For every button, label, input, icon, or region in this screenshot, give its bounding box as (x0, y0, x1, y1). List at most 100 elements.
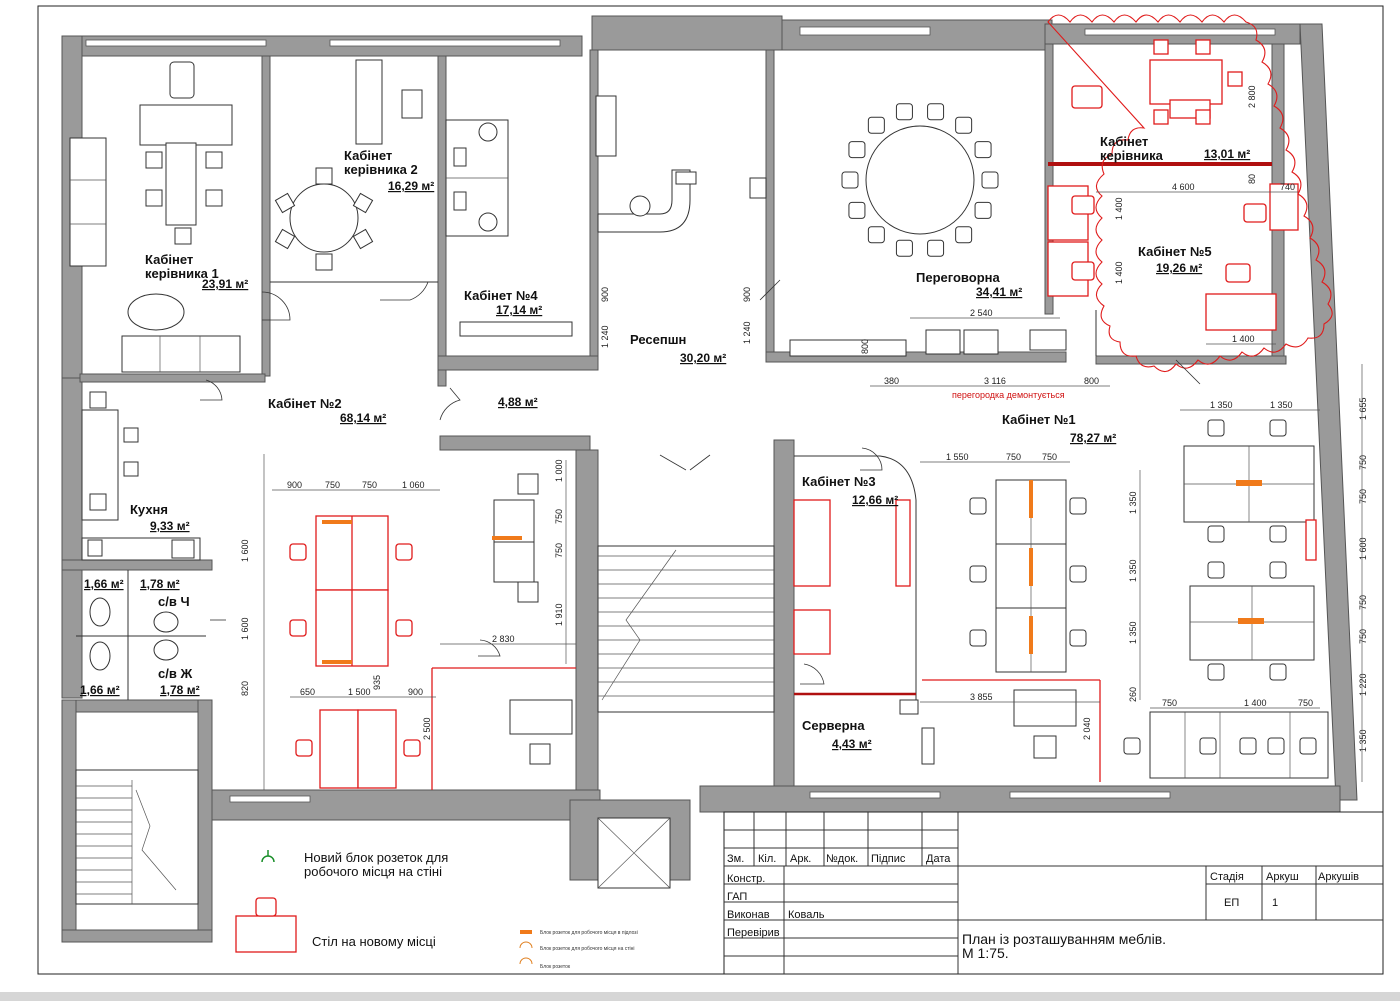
dim: 750 (1042, 452, 1057, 462)
furniture-server (899, 699, 935, 765)
room-area: 12,66 м² (852, 493, 898, 507)
tb-stage-header: Аркуш (1266, 871, 1299, 883)
dim: 2 800 (1247, 85, 1257, 108)
chair (969, 629, 987, 647)
chair (295, 739, 313, 757)
room-name: с/в Ч (158, 594, 190, 609)
dim: 4 600 (1172, 182, 1195, 192)
furniture-kitchen (81, 391, 201, 561)
chair (927, 103, 945, 121)
room-name: Кабінет №5 (1138, 244, 1212, 259)
room-area: 1,66 м² (84, 577, 124, 591)
furniture-meeting-room (789, 103, 1067, 357)
dim: 900 (287, 480, 302, 490)
dim: 1 600 (240, 617, 250, 640)
dim: 750 (1298, 698, 1313, 708)
dim: 1 400 (1232, 334, 1255, 344)
chair (1069, 497, 1087, 515)
dim: 750 (1358, 595, 1368, 610)
dim: 800 (1084, 376, 1099, 386)
chair (895, 239, 913, 257)
chair (1299, 737, 1317, 755)
chair (981, 171, 999, 189)
partition-note: перегородка демонтується (952, 390, 1065, 400)
chair (289, 619, 307, 637)
chair (1239, 737, 1257, 755)
stair-lower-left (75, 769, 199, 905)
dim: 1 000 (554, 459, 564, 482)
furniture-office-5 (1047, 183, 1299, 356)
room-name: Ресепшн (630, 332, 686, 347)
dim: 900 (408, 687, 423, 697)
room-area: 19,26 м² (1156, 261, 1202, 275)
dim: 750 (1358, 629, 1368, 644)
legend-table-new-place: Стіл на новому місці (312, 934, 436, 949)
chair (1269, 525, 1287, 543)
chair (1199, 737, 1217, 755)
furniture-wc (76, 570, 206, 700)
furniture-office-head-new (1048, 39, 1272, 166)
wall-socket-small-icon (519, 941, 533, 949)
furniture-office-head-2 (270, 59, 438, 283)
room-name: Кабінет №1 (1002, 412, 1076, 427)
room-name: Кухня (130, 502, 168, 517)
chair (1269, 561, 1287, 579)
room-name: Кабінет №4 (464, 288, 538, 303)
dim: 3 116 (984, 376, 1006, 386)
room-area: 1,78 м² (140, 577, 180, 591)
wall-socket-icon (261, 855, 275, 863)
room-area: 1,66 м² (80, 683, 120, 697)
furniture-office-head-1 (69, 61, 241, 373)
tb-header: №док. (826, 853, 858, 865)
stair-central (597, 454, 775, 889)
dim: 750 (1006, 452, 1021, 462)
tb-header: Дата (926, 853, 951, 865)
tb-stage-header: Аркушів (1318, 871, 1359, 883)
dim: 1 240 (742, 321, 752, 344)
room-area: 1,78 м² (160, 683, 200, 697)
tb-stage-header: Стадія (1210, 871, 1244, 883)
dim: 80 (1247, 174, 1257, 184)
table-new-place-icon (235, 915, 297, 953)
furniture-office-1 (922, 419, 1329, 782)
dim: 380 (884, 376, 899, 386)
chair (927, 239, 945, 257)
legend-socket-block: Блок розеток (540, 964, 571, 970)
tb-header: Підпис (871, 853, 906, 865)
room-name: Переговорна (916, 270, 1000, 285)
socket-block-icon (519, 957, 533, 965)
chair (848, 141, 866, 159)
dim: 1 350 (1210, 400, 1233, 410)
chair (403, 739, 421, 757)
dim: 2 830 (492, 634, 515, 644)
legend-wall-socket: Блок розеток для робочого місця на стіні (540, 946, 635, 952)
tb-role: Перевірив (727, 927, 780, 939)
chair (895, 103, 913, 121)
windows (85, 26, 1276, 803)
dimensions-vertical: 2 800 80 1 400 1 400 900 1 240 900 1 240… (240, 85, 1368, 752)
dim: 1 240 (600, 325, 610, 348)
tb-header: Кіл. (758, 853, 776, 865)
dim: 1 060 (402, 480, 425, 490)
furniture-office-2 (289, 473, 576, 790)
tb-header: Арк. (790, 853, 811, 865)
room-name: Кабінет №3 (802, 474, 876, 489)
dim: 2 540 (970, 308, 993, 318)
room-area: 30,20 м² (680, 351, 726, 365)
dim: 1 350 (1358, 729, 1368, 752)
room-name: с/в Ж (158, 666, 192, 681)
dim: 2 500 (422, 717, 432, 740)
dim: 1 350 (1128, 491, 1138, 514)
furniture-office-4 (445, 119, 573, 337)
chair (1269, 663, 1287, 681)
room-name: Кабінет №2 (268, 396, 342, 411)
dim: 900 (742, 287, 752, 302)
dim: 1 400 (1114, 197, 1124, 220)
chair (395, 619, 413, 637)
tb-header: Зм. (727, 853, 744, 865)
dim: 1 600 (1358, 537, 1368, 560)
room-area: 16,29 м² (388, 179, 434, 193)
dim: 900 (600, 287, 610, 302)
chair (1123, 737, 1141, 755)
